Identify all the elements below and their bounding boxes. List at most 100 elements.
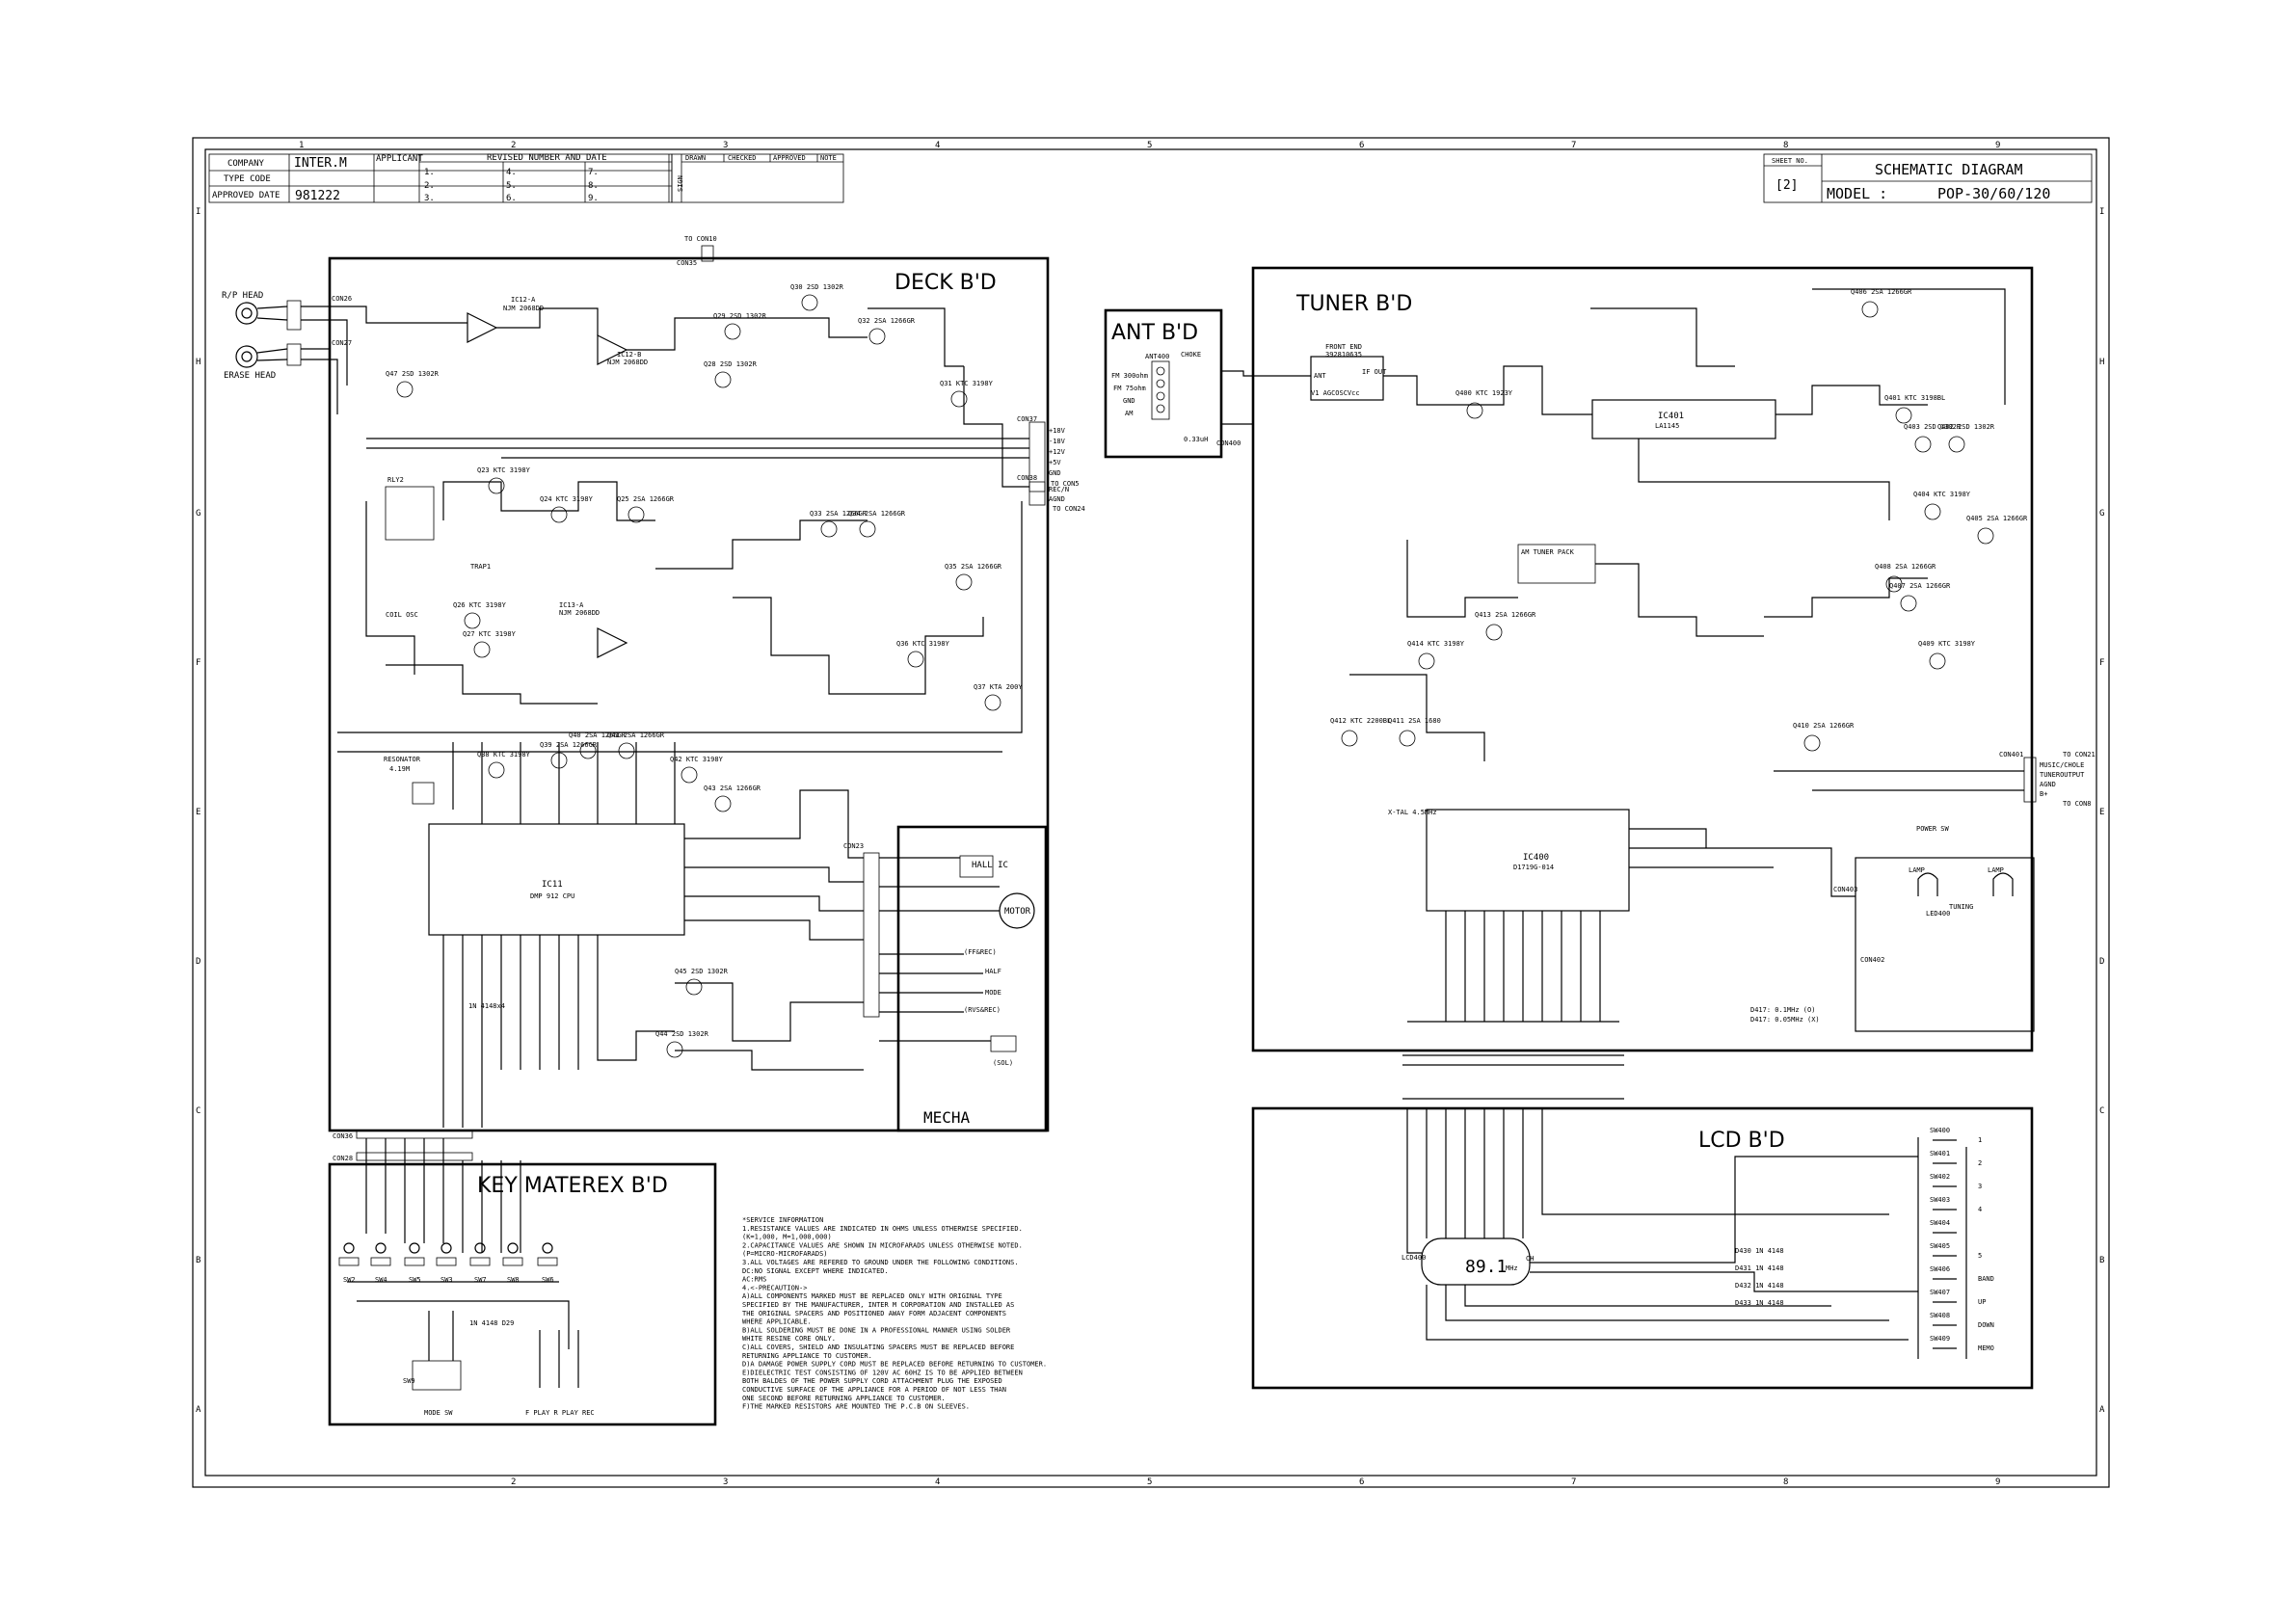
service-info-line: C)ALL COVERS, SHIELD AND INSULATING SPAC… <box>742 1344 1014 1351</box>
deck-transistor-label: Q29 2SD 1302R <box>713 312 767 320</box>
lcd-switch-label: SW408 <box>1930 1312 1950 1319</box>
grid-row-label: C <box>196 1106 200 1116</box>
lcd-switch-label: SW400 <box>1930 1127 1950 1134</box>
lcd-switch-label: SW402 <box>1930 1173 1950 1181</box>
tuner-transistor-label: Q403 2SD 1302R <box>1904 423 1962 431</box>
am-tuner-pack-label: AM TUNER PACK <box>1521 548 1575 556</box>
lcd-switch-function: 3 <box>1978 1183 1982 1190</box>
transistor-symbol <box>950 390 968 408</box>
sheet-frame <box>192 137 2110 1488</box>
grid-row-label-right: G <box>2099 509 2104 519</box>
note-label: NOTE <box>820 154 837 162</box>
deck-transistor-label: Q37 KTA 200Y <box>974 683 1023 691</box>
lcd-switch-function: 2 <box>1978 1159 1982 1167</box>
grid-col-label: 9 <box>1995 141 2000 150</box>
tuner-transistor-label: Q410 2SA 1266GR <box>1793 722 1855 730</box>
ic401-part: LA1145 <box>1655 422 1679 430</box>
tuner-transistor-label: Q400 KTC 1923Y <box>1455 389 1513 397</box>
drawn-label: DRAWN <box>685 154 706 162</box>
grid-col-label-bottom: 6 <box>1359 1477 1364 1487</box>
lcd-ch-label: CH <box>1526 1255 1534 1263</box>
grid-col-label: 2 <box>511 141 516 150</box>
transistor-symbol <box>550 506 568 523</box>
grid-row-label-right: A <box>2099 1405 2105 1415</box>
key-board-title: KEY MATEREX B'D <box>477 1174 668 1198</box>
ic13a-part: NJM 2068DD <box>559 609 600 617</box>
grid-row-label-right: C <box>2099 1106 2104 1116</box>
trap1-label: TRAP1 <box>470 563 491 571</box>
transistor-symbol <box>396 381 414 398</box>
transistor-symbol <box>1929 652 1946 670</box>
transistor-symbol <box>714 795 732 812</box>
ic11-label: IC11 <box>542 880 563 890</box>
lcd-switch-label: SW403 <box>1930 1196 1950 1204</box>
rev-3: 3. <box>424 194 435 203</box>
grid-row-label: F <box>196 658 200 668</box>
rly2-label: RLY2 <box>387 476 404 484</box>
ic400-part: D1719G-014 <box>1513 864 1554 871</box>
con402-label: CON402 <box>1860 956 1884 964</box>
rev-2: 2. <box>424 181 435 191</box>
transistor-symbol <box>859 520 876 538</box>
sign-label: SIGN <box>677 175 684 192</box>
deck-transistor-label: Q27 KTC 3198Y <box>463 630 517 638</box>
deck-key-interconnect: CON36 CON28 <box>333 1130 473 1162</box>
con23-label: CON23 <box>843 842 864 850</box>
schematic-label: SCHEMATIC DIAGRAM <box>1875 161 2023 178</box>
deck-transistor-label: Q35 2SA 1266GR <box>945 563 1002 571</box>
service-info-line: WHITE RESINE CORE ONLY. <box>742 1335 836 1343</box>
service-info-line: F)THE MARKED RESISTORS ARE MOUNTED THE P… <box>742 1403 970 1411</box>
deck-board-title: DECK B'D <box>894 271 997 295</box>
transistor-symbol <box>666 1041 683 1058</box>
ic12a-label: IC12-A <box>511 296 536 304</box>
hall-ic-label: HALL IC <box>972 861 1008 870</box>
to-con5-label: TO CON5 <box>1051 480 1080 488</box>
tuner-transistor-label: Q408 2SA 1266GR <box>1875 563 1936 571</box>
transistor-symbol <box>1341 730 1358 747</box>
grid-row-label-right: D <box>2099 957 2104 967</box>
grid-row-label: I <box>196 207 200 217</box>
tuner-transistor-label: Q412 KTC 2200BL <box>1330 717 1391 725</box>
tuner-wiring <box>1221 288 2024 1341</box>
con-out-agnd: AGND <box>2040 781 2056 788</box>
lcd-switch-function: 5 <box>1978 1252 1982 1260</box>
transistor-symbol <box>724 323 741 340</box>
transistor-symbol <box>801 294 818 311</box>
tuner-transistor-label: Q411 2SA 1680 <box>1388 717 1441 725</box>
ic12b-label: IC12-B <box>617 351 641 359</box>
title-block: COMPANY INTER.M TYPE CODE APPROVED DATE … <box>208 153 844 203</box>
ant-choke-label: CHOKE <box>1181 351 1201 359</box>
rp-head-label: R/P HEAD <box>222 291 263 301</box>
con37-label: CON37 <box>1017 415 1037 423</box>
tuning-label: TUNING <box>1949 903 1973 911</box>
tuner-transistor-label: Q402 2SD 1302R <box>1937 423 1995 431</box>
lcd-board-title: LCD B'D <box>1698 1129 1785 1153</box>
tuner-transistor-label: Q404 KTC 3198Y <box>1913 491 1971 498</box>
con-out-music: MUSIC/CHOLE <box>2040 761 2084 769</box>
sheet-no-value: [2] <box>1775 178 1798 193</box>
lcd-diode-label: D430 1N 4148 <box>1735 1247 1784 1255</box>
tuner-board: TUNER B'D FRONT END 392810635 ANT IF OUT… <box>1251 266 2096 1052</box>
lcd-switch-function: BAND <box>1978 1275 1994 1283</box>
lcd-diode-label: D432 1N 4148 <box>1735 1282 1784 1290</box>
deck-transistor-label: Q43 2SA 1266GR <box>704 785 761 792</box>
grid-row-label: H <box>196 358 200 367</box>
transistor-symbol <box>1861 301 1879 318</box>
d29-label: 1N 4148 D29 <box>469 1319 514 1327</box>
transistor-symbol <box>820 520 838 538</box>
deck-transistor-label: Q44 2SD 1302R <box>655 1030 709 1038</box>
ic401-label: IC401 <box>1658 412 1684 421</box>
con28-label: CON28 <box>333 1155 353 1162</box>
service-info-line: A)ALL COMPONENTS MARKED MUST BE REPLACED… <box>742 1292 1002 1300</box>
to-con8-label: TO CON8 <box>2063 800 2092 808</box>
con27-label: CON27 <box>332 339 352 347</box>
transistor-symbol <box>1924 503 1941 520</box>
diodes-label: 1N 4148x4 <box>468 1002 505 1010</box>
ant-am-label: AM <box>1125 410 1133 417</box>
grid-col-label: 4 <box>935 141 940 150</box>
